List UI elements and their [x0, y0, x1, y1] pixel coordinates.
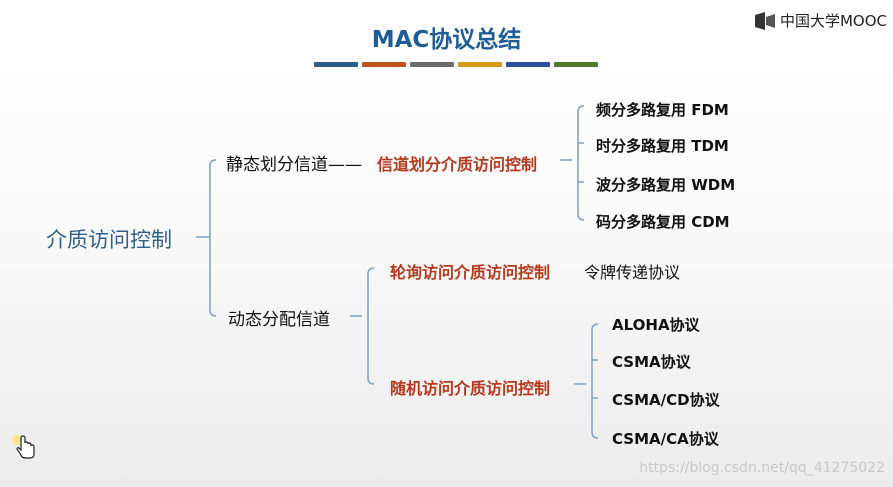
csma-cd-item: CSMA/CD协议: [612, 391, 720, 409]
watermark-url: https://blog.csdn.net/qq_41275022: [639, 460, 885, 476]
csma-item: CSMA协议: [612, 353, 691, 371]
aloha-item: ALOHA协议: [612, 316, 700, 334]
fdm-item: 频分多路复用 FDM: [596, 101, 729, 119]
accent-bar: [410, 62, 454, 67]
static-channel-label: 静态划分信道——: [226, 155, 362, 175]
brand-name: 中国大学MOOC: [779, 12, 887, 30]
accent-bar: [458, 62, 502, 67]
cdm-item: 码分多路复用 CDM: [596, 213, 730, 231]
tdm-item: 时分多路复用 TDM: [596, 137, 729, 155]
root-node: 介质访问控制: [46, 228, 172, 252]
accent-bar: [314, 62, 358, 67]
random-access-mac: 随机访问介质访问控制: [390, 379, 551, 398]
hand-pointer-icon: [12, 435, 35, 459]
accent-bars: [314, 62, 598, 67]
csma-ca-item: CSMA/CA协议: [612, 430, 719, 448]
accent-bar: [506, 62, 550, 67]
accent-bar: [362, 62, 406, 67]
channel-partition-mac: 信道划分介质访问控制: [377, 155, 538, 174]
wdm-item: 波分多路复用 WDM: [596, 176, 736, 194]
page-title: MAC协议总结: [371, 27, 522, 53]
polling-mac: 轮询访问介质访问控制: [390, 263, 551, 282]
dynamic-channel-label: 动态分配信道: [228, 310, 330, 330]
mooc-logo-icon: [754, 11, 775, 30]
accent-bar: [554, 62, 598, 67]
brand-logo: 中国大学MOOC: [753, 10, 887, 31]
token-passing-item: 令牌传递协议: [584, 263, 681, 282]
